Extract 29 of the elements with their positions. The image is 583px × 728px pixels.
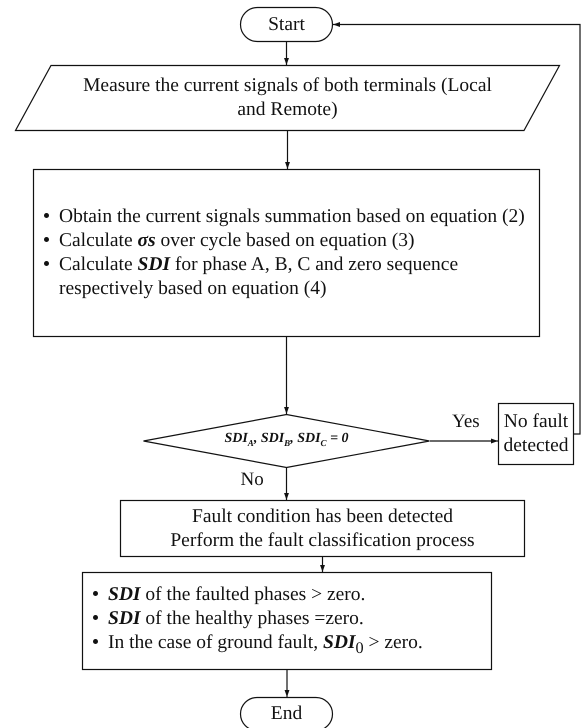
node-text: Fault condition has been detected xyxy=(190,504,454,528)
arrow xyxy=(284,468,289,500)
arrow xyxy=(320,557,325,572)
terminal-shape xyxy=(240,7,333,42)
input-parallelogram xyxy=(15,65,560,131)
bullet-item: SDI of the faulted phases > zero. xyxy=(86,582,488,607)
bullet-item: Calculate SDI for phase A, B, C and zero sequence respectively based on equation (4) xyxy=(37,253,536,301)
node-text: SDI$_{A}$, SDI$_{B}$, SDI$_{C}$ = 0 xyxy=(223,430,350,450)
arrow xyxy=(284,670,290,697)
terminal-shape xyxy=(240,697,333,728)
node-text: End xyxy=(270,702,304,726)
process-box xyxy=(120,500,525,557)
arrow xyxy=(333,22,581,435)
bullet-item: Obtain the current signals summation based on equation (2) xyxy=(37,205,536,229)
process-box xyxy=(33,169,540,337)
bullet-item: In the case of ground fault, SDI$_{0}$ > zero. xyxy=(86,630,488,660)
node-text: Perform the fault classification process xyxy=(169,528,476,552)
arrow xyxy=(285,131,290,169)
arrow xyxy=(284,42,289,65)
node-text: No fault detected xyxy=(502,410,570,458)
arrow xyxy=(284,337,289,414)
bullet-item: Calculate σs over cycle based on equation (3) xyxy=(37,229,536,253)
arrow xyxy=(430,438,498,444)
process-box xyxy=(498,403,574,465)
decision-diamond xyxy=(143,414,430,468)
bullet-item: SDI of the healthy phases =zero. xyxy=(86,606,488,631)
node-text: Measure the current signals of both terminals (Local and Remote) xyxy=(82,74,493,122)
node-text: Start xyxy=(267,12,306,36)
process-box xyxy=(82,572,492,670)
